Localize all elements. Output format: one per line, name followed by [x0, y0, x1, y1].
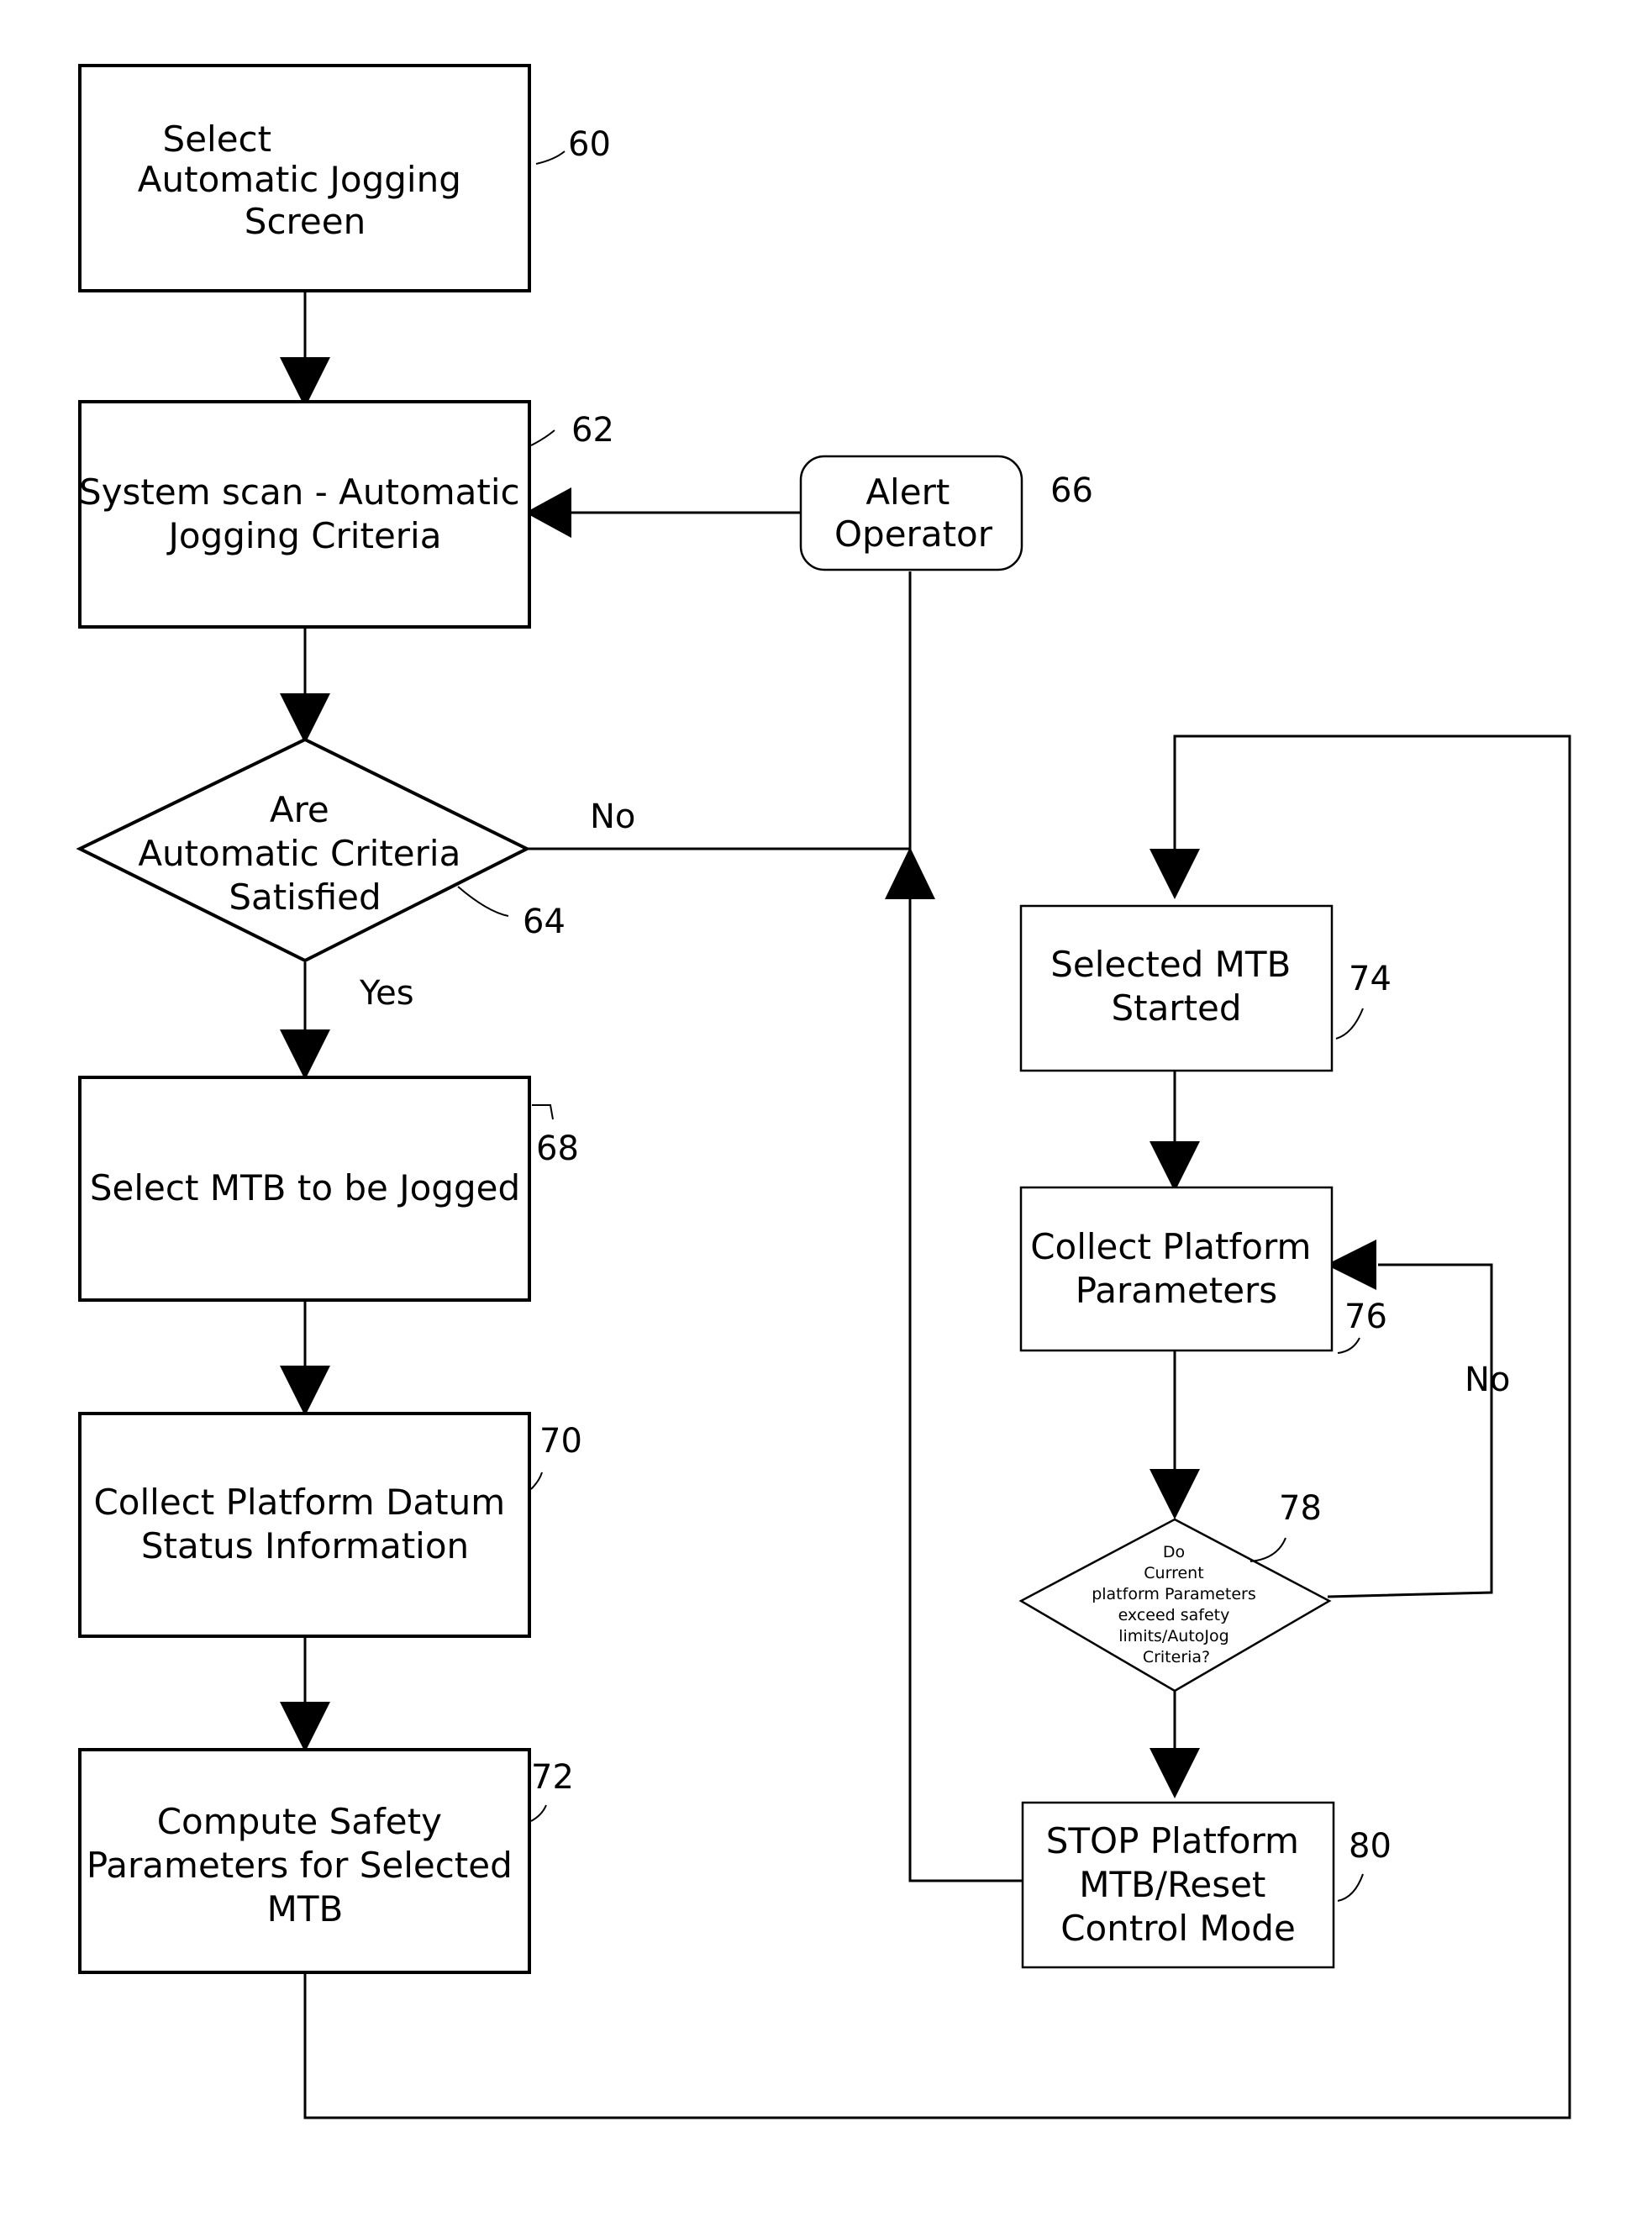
- leader-70: [531, 1472, 542, 1489]
- arrowhead-into-74: [1150, 849, 1200, 899]
- leader-74: [1336, 1008, 1363, 1039]
- leader-64: [458, 887, 508, 916]
- ref-80: 80: [1349, 1827, 1392, 1866]
- arrowhead-into-68: [280, 1029, 330, 1080]
- leader-68: [532, 1105, 553, 1119]
- label-yes-64: Yes: [359, 974, 414, 1013]
- node-76-box: [1021, 1187, 1332, 1350]
- node-68-label: Select MTB to be Jogged: [90, 1167, 520, 1208]
- arrowhead-into-78: [1150, 1469, 1200, 1519]
- ref-70: 70: [539, 1422, 582, 1461]
- label-no-78: No: [1465, 1361, 1510, 1399]
- label-no-64: No: [590, 798, 635, 836]
- ref-78: 78: [1279, 1489, 1322, 1528]
- arrowhead-into-62-side: [525, 487, 571, 538]
- arrowhead-into-70: [280, 1366, 330, 1416]
- arrowhead-into-76: [1150, 1141, 1200, 1192]
- edge-64-no-to-66: [527, 849, 910, 878]
- ref-62: 62: [571, 411, 614, 450]
- ref-74: 74: [1349, 960, 1392, 998]
- arrowhead-up-to-66: [885, 847, 935, 899]
- arrowhead-into-72: [280, 1702, 330, 1752]
- arrowhead-into-64: [280, 693, 330, 744]
- leader-78: [1250, 1538, 1286, 1561]
- ref-76: 76: [1344, 1298, 1387, 1336]
- edge-80-to-66: [910, 908, 1022, 1881]
- leader-76: [1338, 1338, 1360, 1353]
- leader-62: [531, 430, 555, 445]
- ref-64: 64: [523, 903, 566, 941]
- arrowhead-into-76-side: [1326, 1240, 1376, 1290]
- ref-66: 66: [1050, 471, 1093, 510]
- ref-60: 60: [568, 125, 611, 164]
- node-80-label: STOP Platform MTB/Reset Control Mode: [1046, 1820, 1311, 1949]
- leader-60: [536, 151, 565, 164]
- leader-72: [531, 1805, 546, 1821]
- node-62-box: [80, 402, 529, 627]
- ref-68: 68: [536, 1129, 579, 1168]
- ref-72: 72: [531, 1758, 574, 1797]
- leader-80: [1338, 1874, 1363, 1901]
- arrowhead-into-80: [1150, 1748, 1200, 1798]
